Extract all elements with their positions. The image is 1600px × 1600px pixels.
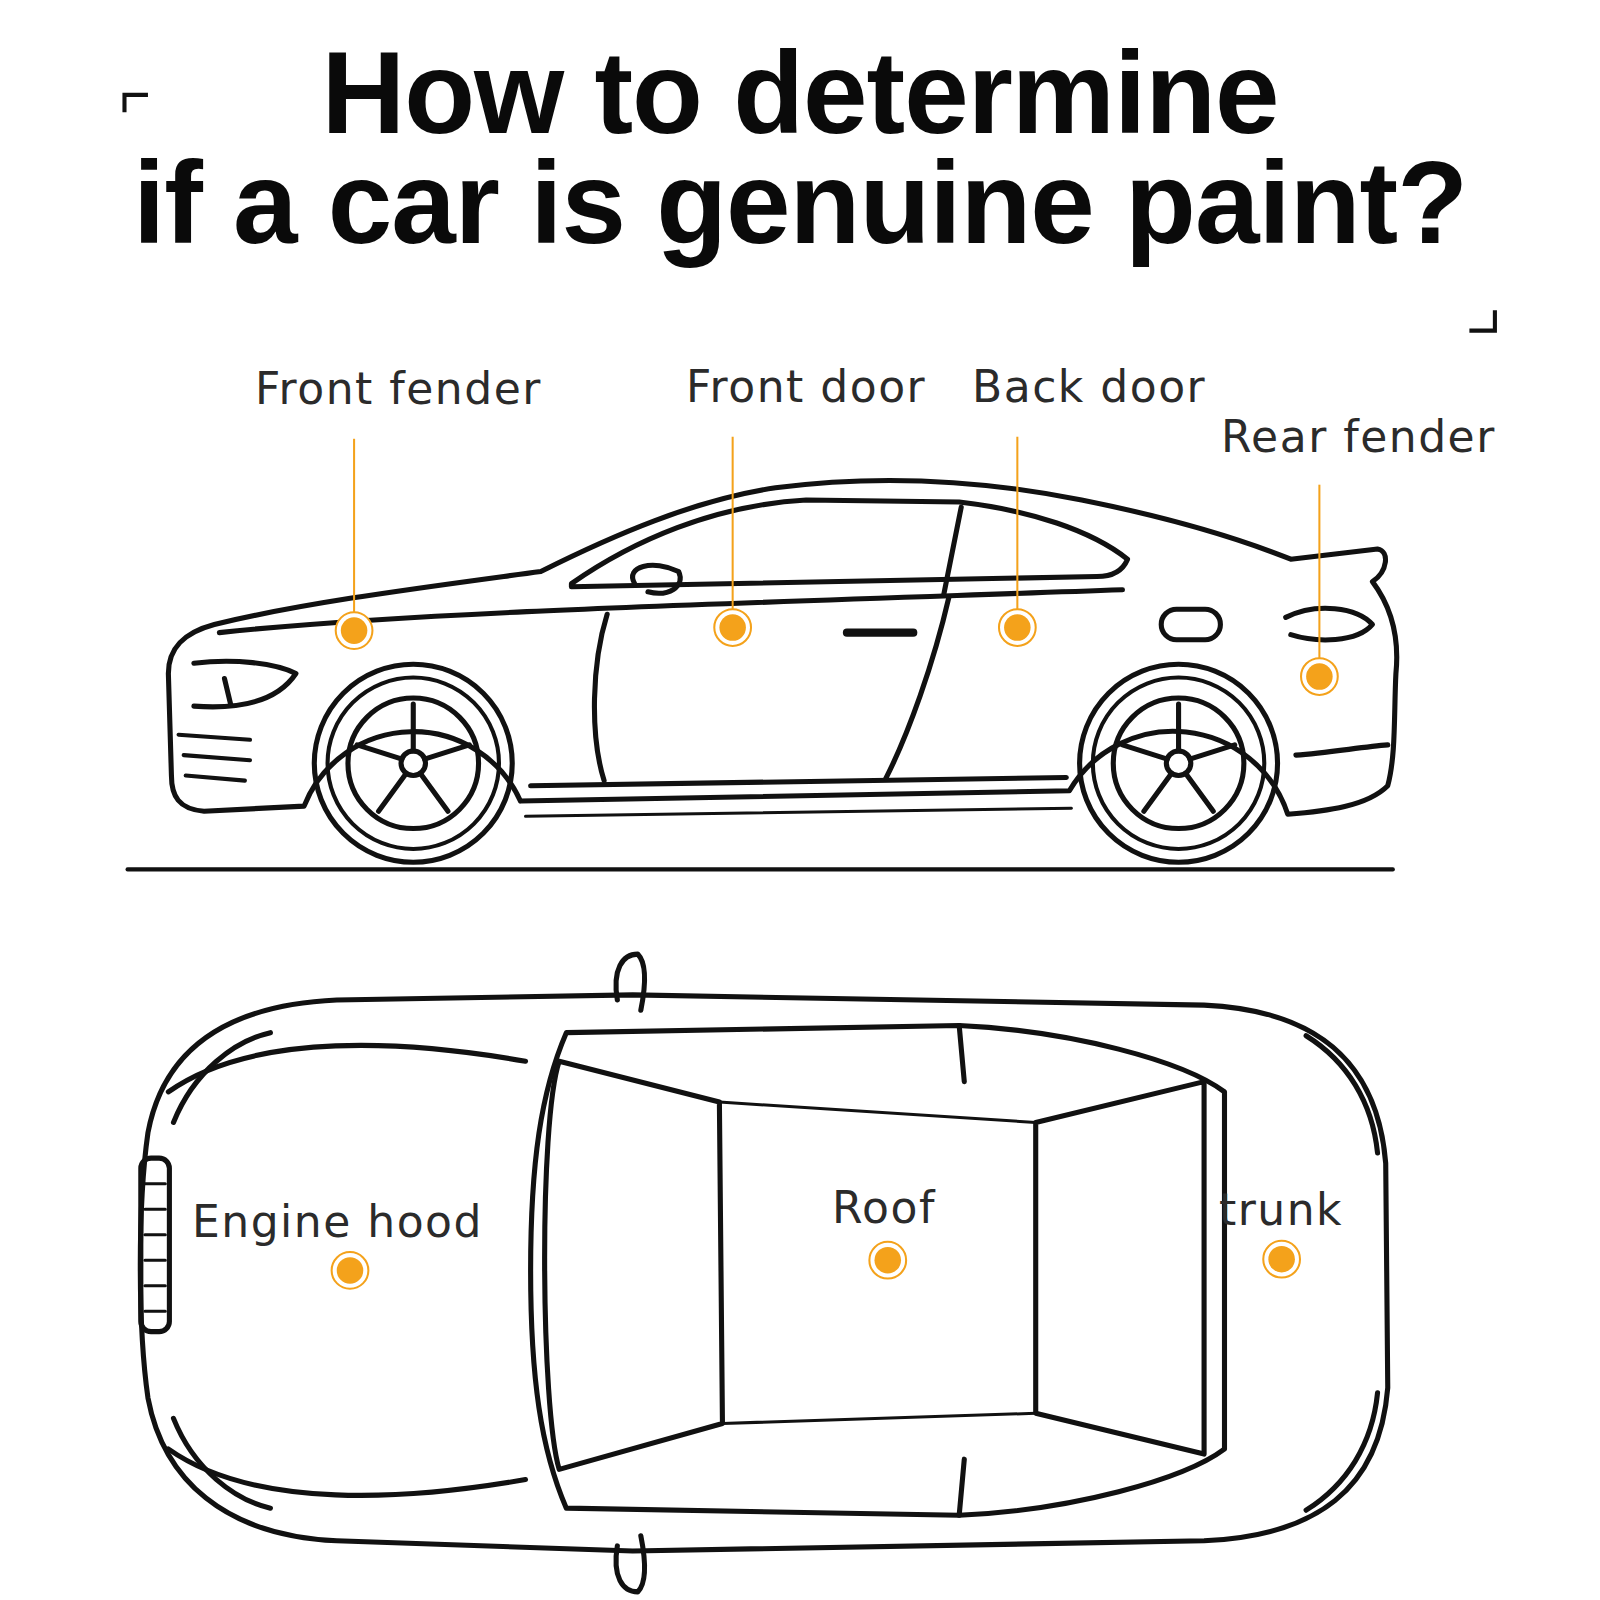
part-label: Back door [972,361,1206,412]
part-label: trunk [1219,1184,1343,1235]
part-label: Rear fender [1221,411,1496,462]
part-label: Front fender [255,363,542,414]
car-side-view [128,480,1397,869]
car-top-view [140,954,1387,1592]
check-point [332,609,1338,1289]
title: How to determine if a car is genuine pai… [60,38,1540,258]
part-label: Front door [686,361,926,412]
part-label: Engine hood [192,1196,483,1247]
leader-line [354,437,1319,658]
part-label: Roof [832,1182,936,1233]
